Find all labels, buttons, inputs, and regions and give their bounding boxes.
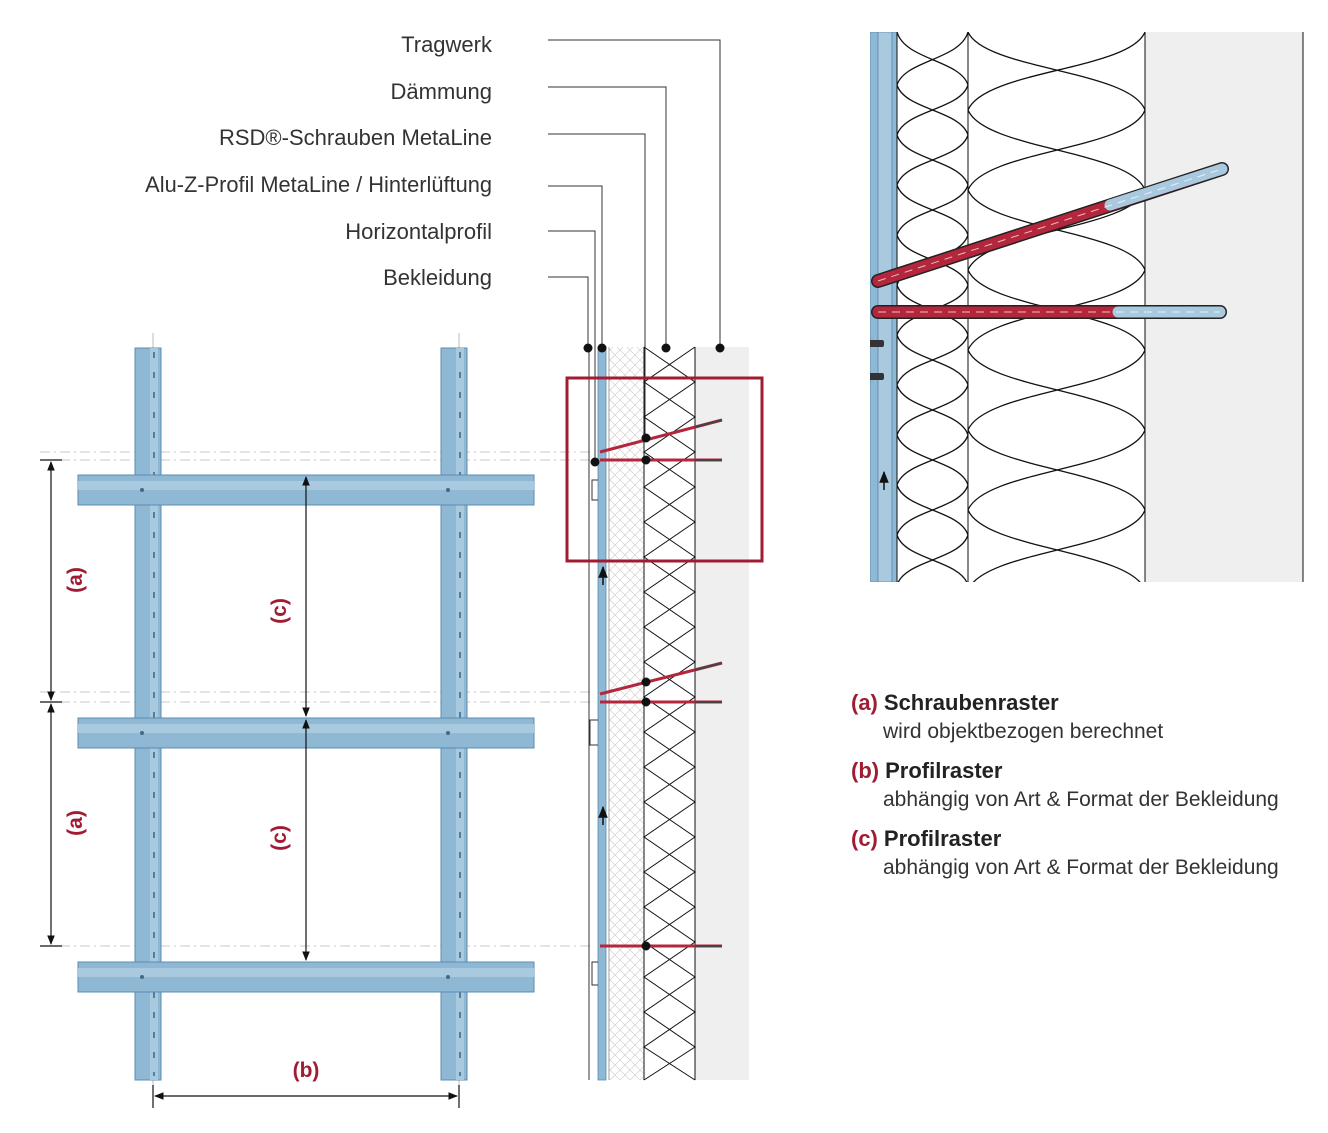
callout-leaders [548,39,721,460]
label-horizontalprofil: Horizontalprofil [345,219,492,244]
leader-horizontalprofil [548,230,596,460]
detail-highlight-box [565,376,764,563]
label-rsd-schrauben: RSD®-Schrauben MetaLine [219,125,492,150]
leader-z-profil [548,185,603,347]
label-daemmung: Dämmung [391,79,492,104]
center-screws [599,418,723,948]
leader-tragwerk [548,39,721,347]
legend-item-b: (b)Profilraster abhängig von Art & Forma… [851,756,1311,814]
dim-label-a-upper: (a) [64,567,87,593]
legend-title-a: Schraubenraster [883,690,1059,715]
dim-label-a-lower: (a) [64,810,87,836]
legend: (a)Schraubenraster wird objektbezogen be… [851,688,1311,892]
label-z-profil: Alu-Z-Profil MetaLine / Hinterlüftung [145,172,492,197]
insulation-inner [609,347,644,1080]
wall-section [565,343,764,1081]
legend-desc-c: abhängig von Art & Format der Bekleidung [883,856,1279,879]
legend-title-b: Profilraster [885,758,1003,783]
profile-grid [40,333,590,1108]
tragwerk-wall [695,347,749,1080]
legend-item-c: (c)Profilraster abhängig von Art & Forma… [851,824,1311,882]
vertical-profile-left [134,333,162,1108]
horizontal-profile-3 [77,961,535,993]
label-tragwerk: Tragwerk [401,32,493,57]
dimensions [40,459,460,1108]
legend-title-c: Profilraster [883,826,1002,851]
dim-label-c-lower: (c) [268,825,291,851]
screw-grid-guides [40,451,590,947]
detail-screw-slanted [871,162,1229,288]
leader-daemmung [548,86,667,347]
dimension-labels: (a) (a) (c) (c) (b) [64,567,329,1082]
dim-label-c-upper: (c) [268,598,291,624]
detail-view [870,32,1304,582]
legend-key-c: (c) [851,826,878,851]
leader-rsd-schrauben [548,133,646,438]
legend-item-a: (a)Schraubenraster wird objektbezogen be… [851,688,1311,746]
label-bekleidung: Bekleidung [383,265,492,290]
vertical-profile-right [440,333,468,1108]
leader-bekleidung [548,276,589,347]
dim-label-b: (b) [293,1059,320,1082]
callout-dots [583,343,725,951]
insulation-outer [643,346,696,1081]
legend-key-a: (a) [851,690,878,715]
legend-key-b: (b) [851,758,880,783]
callout-labels: Tragwerk Dämmung RSD®-Schrauben MetaLine… [145,32,493,290]
legend-desc-a: wird objektbezogen berechnet [883,720,1164,743]
cladding-profile [597,346,607,1081]
legend-desc-b: abhängig von Art & Format der Bekleidung [883,788,1279,811]
